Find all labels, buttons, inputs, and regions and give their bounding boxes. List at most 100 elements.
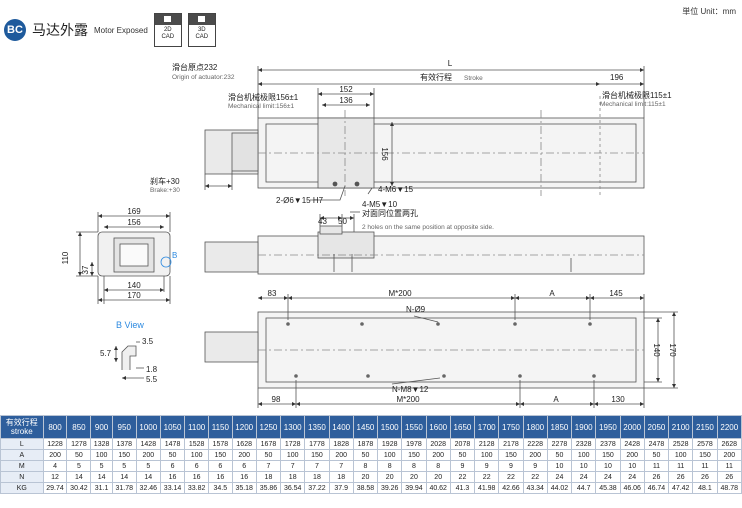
table-cell: 18 xyxy=(328,471,354,483)
label-m5: 4-M5▼10 xyxy=(362,200,398,209)
table-cell: 50 xyxy=(449,449,476,461)
table-cell: 100 xyxy=(90,449,113,461)
table-cell: 2278 xyxy=(546,438,573,450)
top-view-brake xyxy=(231,132,259,172)
label-196: 196 xyxy=(610,73,624,82)
table-cell: 26 xyxy=(716,471,742,483)
table-cell: 26 xyxy=(668,471,694,483)
table-cell: 20 xyxy=(425,471,451,483)
table-cell: 11 xyxy=(716,460,742,472)
table-cell: 16 xyxy=(208,471,233,483)
table-cell: 150 xyxy=(304,449,330,461)
cad-2d-label: 2D xyxy=(163,27,172,33)
section-title-en: Motor Exposed xyxy=(94,25,148,35)
stroke-header-cell: 1050 xyxy=(159,415,186,439)
label-140-right: 140 xyxy=(652,343,661,357)
table-cell: 10 xyxy=(571,460,597,472)
table-cell: 35.18 xyxy=(231,482,257,494)
table-cell: 26 xyxy=(643,471,670,483)
table-cell: 43.34 xyxy=(522,482,548,494)
table-cell: 150 xyxy=(595,449,621,461)
table-cell: 47.42 xyxy=(668,482,694,494)
label-n-hole: N-Ø9 xyxy=(406,305,426,314)
label-43: 43 xyxy=(318,217,327,226)
label-stroke-en: Stroke xyxy=(464,75,483,82)
table-cell: 20 xyxy=(401,471,427,483)
label-170-right: 170 xyxy=(668,343,677,357)
table-cell: 200 xyxy=(328,449,354,461)
label-130: 130 xyxy=(611,395,625,404)
stroke-header-cell: 2150 xyxy=(692,415,718,439)
stroke-header-cell: 1000 xyxy=(135,415,161,439)
table-cell: 31.1 xyxy=(90,482,113,494)
table-cell: 5 xyxy=(111,460,137,472)
section-title-cn: 马达外露 xyxy=(32,22,88,38)
unit-note: 単位 Unit：mm xyxy=(682,7,736,16)
label-brake-en: Brake:+30 xyxy=(150,187,180,194)
table-cell: 11 xyxy=(643,460,670,472)
label-170-end: 170 xyxy=(127,291,141,300)
label-pin: 2-Ø6▼15 H7 xyxy=(276,196,324,205)
table-cell: 50 xyxy=(255,449,282,461)
stroke-header-cell: 1450 xyxy=(352,415,379,439)
table-cell: 8 xyxy=(425,460,451,472)
table-cell: 100 xyxy=(184,449,210,461)
stroke-header-cell: 1650 xyxy=(449,415,476,439)
table-cell: 16 xyxy=(159,471,186,483)
stroke-header-cell: 1500 xyxy=(377,415,403,439)
stroke-header-cell: 950 xyxy=(111,415,137,439)
stroke-header-cell: 800 xyxy=(42,415,68,439)
table-cell: 100 xyxy=(280,449,306,461)
dimension-drawing: L 滑台原点232 Origin of actuator:232 有效行程 St… xyxy=(61,59,678,408)
label-136: 136 xyxy=(339,96,353,105)
label-5-7: 5.7 xyxy=(100,349,112,358)
table-cell: 1428 xyxy=(135,438,161,450)
table-cell: 1728 xyxy=(280,438,306,450)
table-cell: 32.46 xyxy=(135,482,161,494)
table-cell: 34.5 xyxy=(208,482,233,494)
stroke-header-cell: 1600 xyxy=(425,415,451,439)
table-cell: 5 xyxy=(135,460,161,472)
table-cell: 100 xyxy=(377,449,403,461)
table-cell: 24 xyxy=(571,471,597,483)
table-cell: 11 xyxy=(668,460,694,472)
table-cell: 7 xyxy=(255,460,282,472)
label-mech-left-en: Mechanical limit:156±1 xyxy=(228,103,294,110)
table-cell: 33.82 xyxy=(184,482,210,494)
table-cell: 200 xyxy=(135,449,161,461)
table-cell: 33.14 xyxy=(159,482,186,494)
table-cell: 30.42 xyxy=(66,482,92,494)
table-cell: 2628 xyxy=(716,438,742,450)
table-cell: 37.22 xyxy=(304,482,330,494)
label-156-vertical: 156 xyxy=(380,147,389,161)
label-holes-en: 2 holes on the same position at opposite… xyxy=(362,224,494,231)
table-cell: 41.3 xyxy=(449,482,476,494)
table-cell: 100 xyxy=(668,449,694,461)
table-cell: 40.62 xyxy=(425,482,451,494)
table-cell: 1978 xyxy=(401,438,427,450)
table-cell: 10 xyxy=(619,460,645,472)
label-origin-en: Origin of actuator:232 xyxy=(172,74,235,81)
label-83: 83 xyxy=(268,289,277,298)
table-cell: 6 xyxy=(159,460,186,472)
table-cell: 22 xyxy=(449,471,476,483)
table-cell: 1328 xyxy=(90,438,113,450)
table-cell: 24 xyxy=(546,471,573,483)
cad-3d-label-b: CAD xyxy=(195,34,209,40)
table-cell: 1678 xyxy=(255,438,282,450)
table-cell: 46.06 xyxy=(619,482,645,494)
table-cell: 200 xyxy=(619,449,645,461)
table-cell: 18 xyxy=(255,471,282,483)
table-cell: 6 xyxy=(184,460,210,472)
table-cell: 5 xyxy=(90,460,113,472)
label-n-m8: N-M8▼12 xyxy=(392,385,429,394)
stroke-header-cell: 2050 xyxy=(643,415,670,439)
section-badge: BC xyxy=(4,19,26,41)
stroke-header-cell: 1950 xyxy=(595,415,621,439)
table-cell: 45.38 xyxy=(595,482,621,494)
table-cell: 8 xyxy=(352,460,379,472)
